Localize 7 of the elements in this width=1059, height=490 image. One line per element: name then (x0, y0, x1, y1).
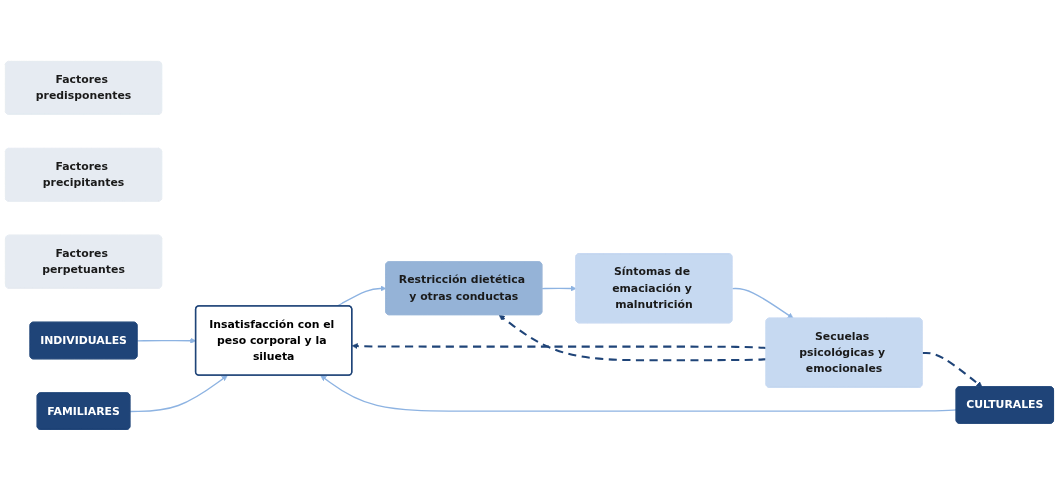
arrow (129, 374, 228, 412)
arrow (320, 374, 958, 412)
arrow (922, 351, 983, 387)
arrow (541, 285, 577, 291)
arrow (351, 342, 767, 349)
arrow (498, 314, 767, 361)
arrow (731, 287, 794, 319)
